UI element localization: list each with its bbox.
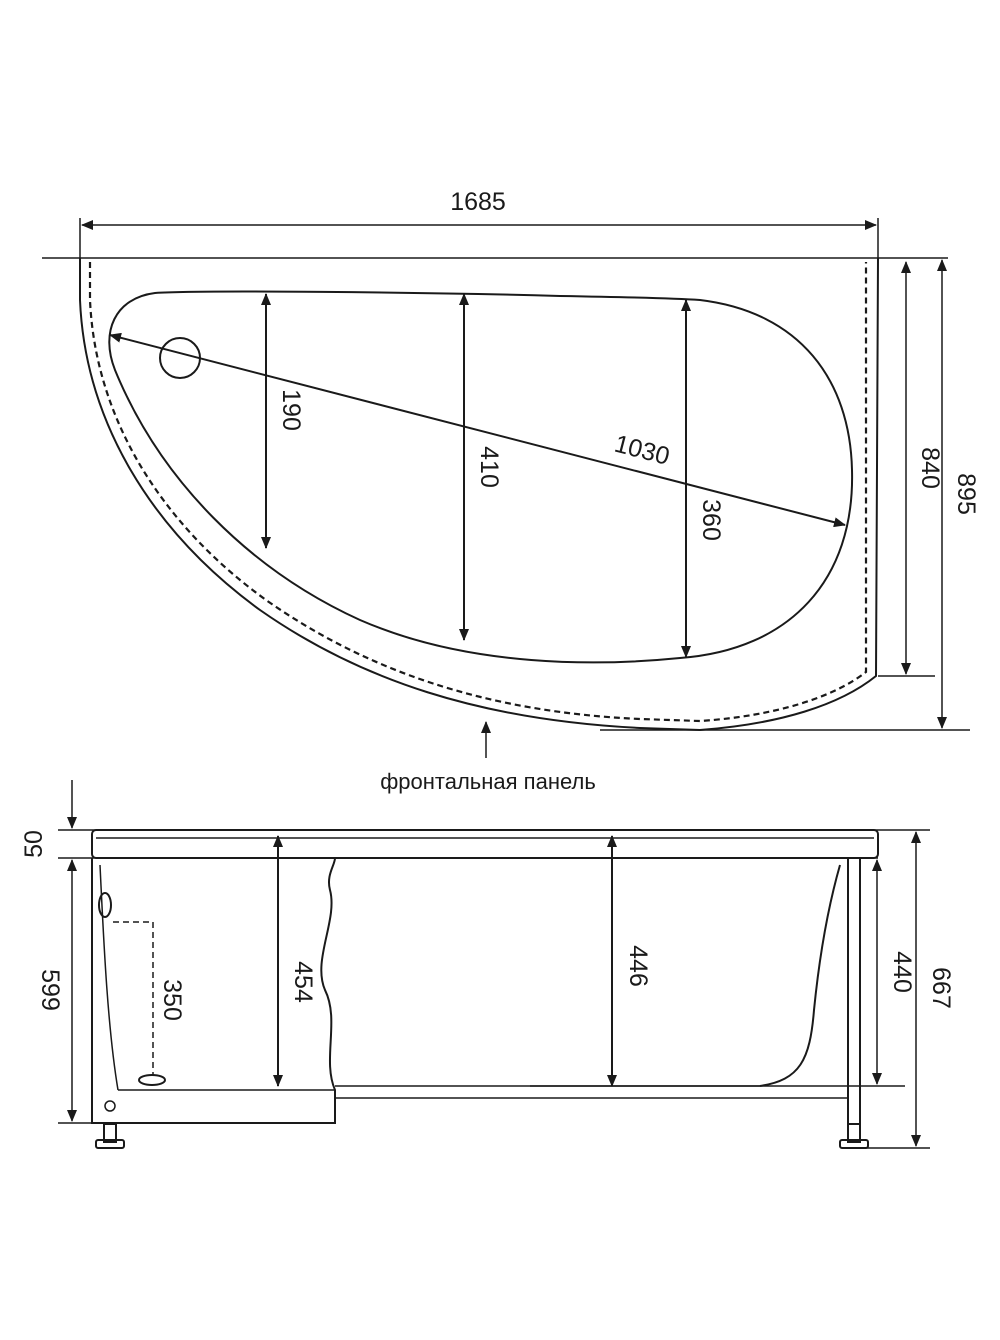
right-depth-label: 440 [888,951,916,993]
cutaway-panel [91,857,336,1124]
foot-left [95,1123,125,1149]
front-panel-outline [88,262,868,723]
overflow-icon [98,892,112,918]
left-height-label: 599 [36,969,64,1011]
diagonal-label: 1030 [612,430,673,471]
overall-depth-label: 895 [952,473,980,515]
bath-outer-rim [79,257,879,732]
drain-side-icon [138,1074,166,1086]
bowl-slope [759,864,841,1087]
side-view: 50 599 350 454 446 440 667 [20,780,955,1149]
width-narrow-label: 190 [277,389,305,431]
top-view: 1685 1030 190 410 360 840 895 фронтальна… [42,188,980,794]
depth-center-label: 446 [624,945,652,987]
bath-rim [91,829,879,859]
diagonal-arrow [109,332,846,528]
width-middle-label: 410 [475,446,503,488]
rim-height-label: 50 [20,830,48,858]
side-depth-label: 840 [916,447,944,489]
overflow-to-drain-label: 350 [158,979,186,1021]
width-wide-label: 360 [697,499,725,541]
drain-icon [159,337,201,379]
depth-left-label: 454 [289,961,317,1003]
valve-icon [104,1100,116,1112]
total-height-label: 667 [927,967,955,1009]
overall-length-label: 1685 [450,188,506,216]
foot-right [839,1123,869,1149]
front-panel-label: фронтальная панель [380,769,596,794]
